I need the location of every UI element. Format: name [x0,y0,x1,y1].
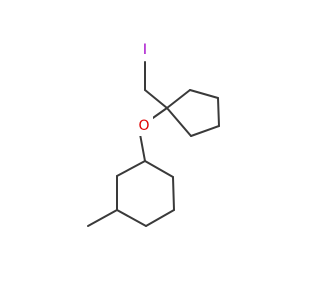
atom-labels: I O [135,40,153,136]
bond-cyclohexane-6 [116,160,146,177]
bond-cyclohexane-4 [116,209,147,227]
structure-canvas: I O [87,40,220,227]
bond-cyclopentane-2 [189,89,219,99]
bond-cyclohexane-3 [145,209,175,227]
bond-oxygen-cyclohexane [139,133,146,162]
oxygen-atom: O [135,116,153,136]
bond-cyclopentane-4 [190,125,220,137]
oxygen-label: O [138,118,149,134]
iodine-atom: I [138,40,152,60]
iodine-label: I [143,42,147,58]
bond-cyclohexane-2 [172,176,175,211]
bond-cyclopentane-1 [166,89,191,109]
molecule-drawing: I O [87,40,220,227]
bond-cyclopentane-3 [217,97,220,127]
bond-cyclopentane-5 [166,107,192,137]
bond-methyl [87,209,118,227]
bonds [87,61,220,227]
bond-cyclohexane-1 [144,160,174,178]
bond-methylene-quaternary-carbon [144,89,168,109]
